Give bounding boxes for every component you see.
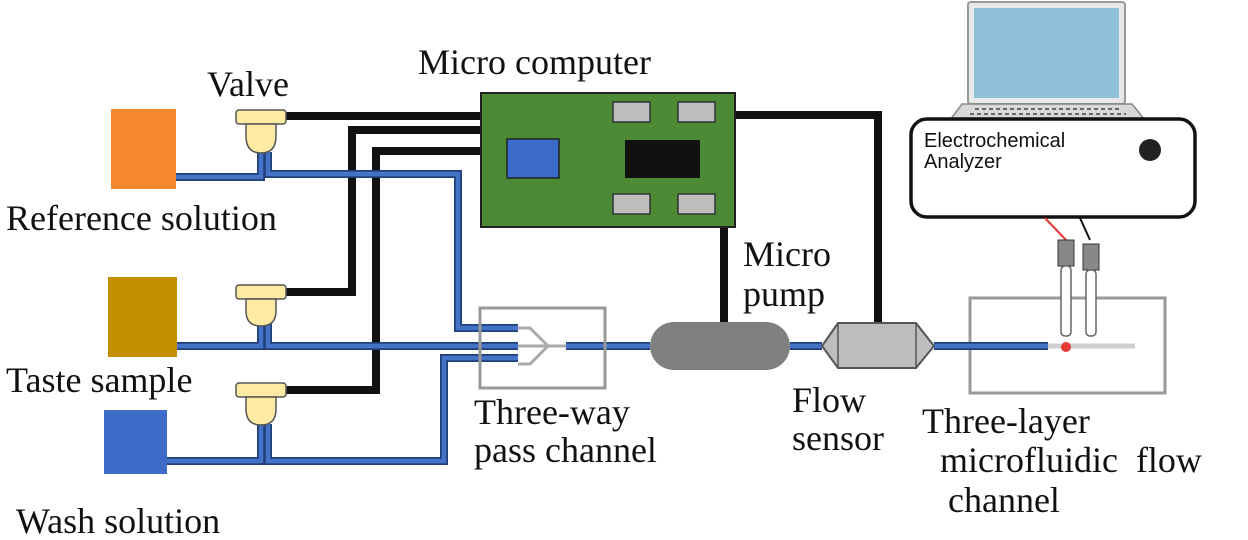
electrode-1-cap xyxy=(1057,239,1075,267)
three-way-label-line2: pass channel xyxy=(474,430,657,470)
wash-solution-container xyxy=(104,410,167,474)
three-way-pass-channel xyxy=(478,306,607,390)
laptop xyxy=(948,1,1147,121)
valve-reference xyxy=(235,109,287,154)
electrode-wire-red xyxy=(1044,217,1067,241)
analyzer-knob xyxy=(1139,139,1161,161)
micro-pump-label-line1: Micro xyxy=(743,234,831,274)
board-blue-chip xyxy=(506,138,560,179)
analyzer-label-line2: Analyzer xyxy=(924,151,1002,173)
microfluidic-inner xyxy=(1044,217,1135,352)
sample-spot xyxy=(1061,342,1071,352)
valve-label: Valve xyxy=(207,64,289,104)
electrode-2-cap xyxy=(1082,243,1100,271)
tube-wash-in xyxy=(166,424,264,464)
electrochemical-analyzer: Electrochemical Analyzer xyxy=(909,117,1197,219)
flow-channel-label-line2: microfluidic flow xyxy=(940,440,1202,480)
flow-sensor-label-line2: sensor xyxy=(792,418,884,458)
board-connector-2 xyxy=(677,101,716,123)
three-way-junction xyxy=(518,326,566,366)
cable-valve2 xyxy=(285,126,481,296)
cable-valve3 xyxy=(285,147,481,394)
tube-reference-out xyxy=(265,152,518,331)
micro-pump-label-line2: pump xyxy=(743,274,825,314)
cable-flow-sensor xyxy=(735,111,882,322)
three-way-box xyxy=(478,306,607,390)
wash-solution-label: Wash solution xyxy=(16,501,220,540)
tube-reference-in xyxy=(175,152,264,180)
laptop-screen xyxy=(974,8,1119,98)
taste-sample-label: Taste sample xyxy=(6,360,192,400)
flow-channel-label-line1: Three-layer xyxy=(922,401,1090,441)
board-main-chip xyxy=(625,140,700,178)
board-connector-4 xyxy=(677,193,716,215)
electrode-1-body xyxy=(1060,265,1072,337)
reference-solution-container xyxy=(111,109,176,189)
valve-taste xyxy=(235,284,287,327)
flow-sensor-label-line1: Flow xyxy=(792,380,866,420)
board-connector-1 xyxy=(612,101,651,123)
analyzer-label-line1: Electrochemical xyxy=(924,130,1065,152)
electrode-wire-black xyxy=(1079,217,1091,241)
tube-wash-out xyxy=(265,355,518,464)
taste-sample-container xyxy=(108,277,177,357)
three-way-label-line1: Three-way xyxy=(474,392,630,432)
flow-sensor-body xyxy=(820,322,936,369)
analyzer-box xyxy=(909,117,1197,219)
reference-solution-label: Reference solution xyxy=(6,198,277,238)
tube-taste-in xyxy=(176,324,264,349)
micro-pump xyxy=(650,322,790,370)
tubes xyxy=(166,152,1048,465)
tube-taste-out xyxy=(265,324,518,349)
board-connector-3 xyxy=(612,193,651,215)
flow-sensor xyxy=(820,322,936,369)
micro-computer xyxy=(480,92,736,228)
valve-wash xyxy=(235,382,287,426)
control-cables xyxy=(285,111,882,394)
electrode-2-body xyxy=(1085,269,1097,337)
micro-computer-label: Micro computer xyxy=(418,42,651,82)
flow-channel-label-line3: channel xyxy=(948,480,1060,520)
